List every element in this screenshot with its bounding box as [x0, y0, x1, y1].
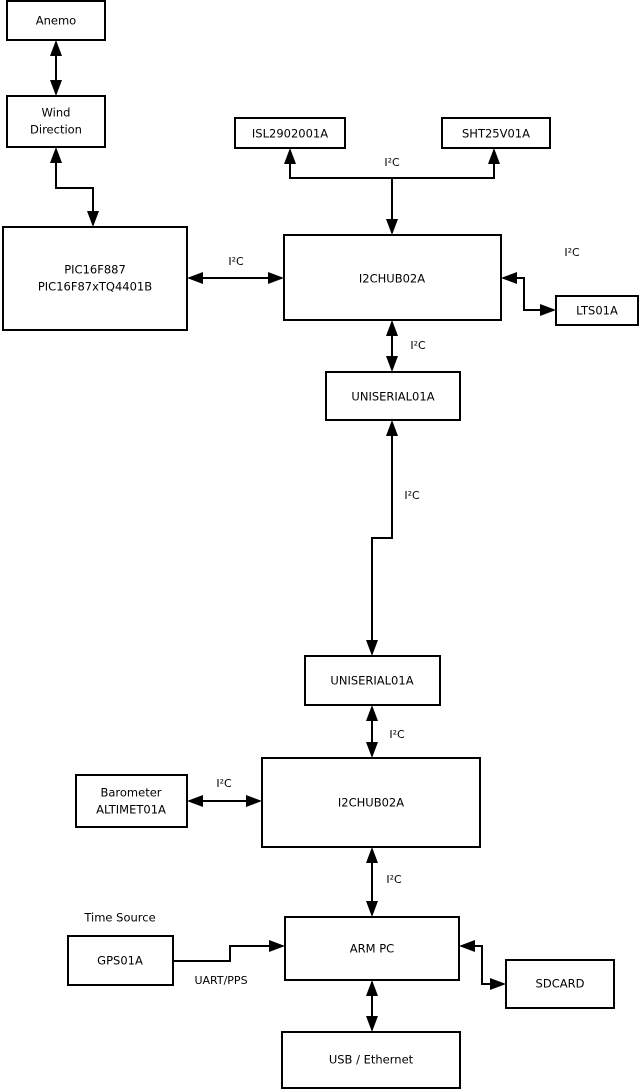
node-uniserial01a-top-label: UNISERIAL01A: [351, 390, 434, 404]
node-wind-direction[interactable]: Wind Direction: [6, 95, 106, 148]
node-isl2902001a-label: ISL2902001A: [252, 127, 328, 141]
node-pic-mcu-label-line2: PIC16F87xTQ4401B: [38, 280, 152, 294]
node-sdcard[interactable]: SDCARD: [505, 959, 615, 1009]
edge-label-i2c-isl-sht: I²C: [384, 156, 400, 169]
connector-hubtop-lts: [501, 272, 556, 316]
node-i2chub02a-bottom-label: I2CHUB02A: [338, 796, 404, 810]
node-i2chub02a-bottom[interactable]: I2CHUB02A: [261, 757, 481, 848]
node-gps01a-label: GPS01A: [97, 954, 143, 968]
edge-label-i2c-hub-uniserial: I²C: [410, 339, 426, 352]
connector-armpc-usbeth: [366, 980, 378, 1032]
node-sht25v01a-label: SHT25V01A: [462, 127, 530, 141]
node-arm-pc-label: ARM PC: [350, 942, 394, 956]
edge-label-i2c-pic-hub: I²C: [228, 255, 244, 268]
node-isl2902001a[interactable]: ISL2902001A: [234, 117, 346, 149]
connector-barometer-hubbot: [187, 795, 262, 807]
node-anemo[interactable]: Anemo: [6, 0, 106, 41]
node-barometer-label-line1: Barometer: [100, 786, 161, 800]
edge-label-i2c-uniserial-hub2: I²C: [389, 728, 405, 741]
connector-armpc-sdcard: [459, 940, 506, 990]
node-anemo-label: Anemo: [36, 14, 76, 28]
edge-label-uart-pps: UART/PPS: [194, 974, 247, 987]
node-wind-direction-label-line2: Direction: [30, 123, 82, 137]
connector-gps-armpc: [173, 940, 285, 962]
connector-hubbot-armpc: [366, 847, 378, 917]
node-i2chub02a-top[interactable]: I2CHUB02A: [283, 234, 502, 321]
node-usb-ethernet[interactable]: USB / Ethernet: [281, 1031, 461, 1089]
connector-uniserial-link: [366, 420, 398, 656]
node-sdcard-label: SDCARD: [536, 977, 585, 991]
node-arm-pc[interactable]: ARM PC: [284, 916, 460, 981]
node-barometer-label-line2: ALTIMET01A: [96, 803, 166, 817]
node-uniserial01a-bottom-label: UNISERIAL01A: [330, 674, 413, 688]
label-time-source: Time Source: [83, 911, 155, 925]
node-lts01a[interactable]: LTS01A: [555, 295, 639, 326]
node-uniserial01a-top[interactable]: UNISERIAL01A: [325, 371, 461, 421]
connector-uniserialbot-hubbot: [366, 705, 378, 758]
node-pic-mcu-label-line1: PIC16F887: [64, 263, 126, 277]
connector-pic-hubtop: [187, 272, 284, 284]
node-uniserial01a-bottom[interactable]: UNISERIAL01A: [304, 655, 441, 706]
edge-label-i2c-uniserial-link: I²C: [404, 489, 420, 502]
node-i2chub02a-top-label: I2CHUB02A: [359, 272, 425, 286]
connector-hubtop-isl-sht: [284, 148, 500, 235]
node-wind-direction-label-line1: Wind: [42, 106, 71, 120]
node-usb-ethernet-label: USB / Ethernet: [329, 1053, 414, 1067]
node-gps01a[interactable]: GPS01A: [67, 935, 174, 986]
connector-anemo-wind: [50, 40, 62, 96]
edge-label-i2c-barometer-hub2: I²C: [216, 777, 232, 790]
connector-pic-wind: [50, 147, 99, 227]
node-barometer[interactable]: Barometer ALTIMET01A: [75, 774, 188, 828]
node-pic-mcu[interactable]: PIC16F887 PIC16F87xTQ4401B: [2, 226, 188, 331]
node-lts01a-label: LTS01A: [576, 304, 618, 318]
connector-hubtop-uniserialtop: [386, 320, 398, 372]
edge-label-i2c-hub2-armpc: I²C: [386, 873, 402, 886]
edge-label-i2c-hub-lts: I²C: [564, 246, 580, 259]
node-sht25v01a[interactable]: SHT25V01A: [441, 117, 551, 149]
